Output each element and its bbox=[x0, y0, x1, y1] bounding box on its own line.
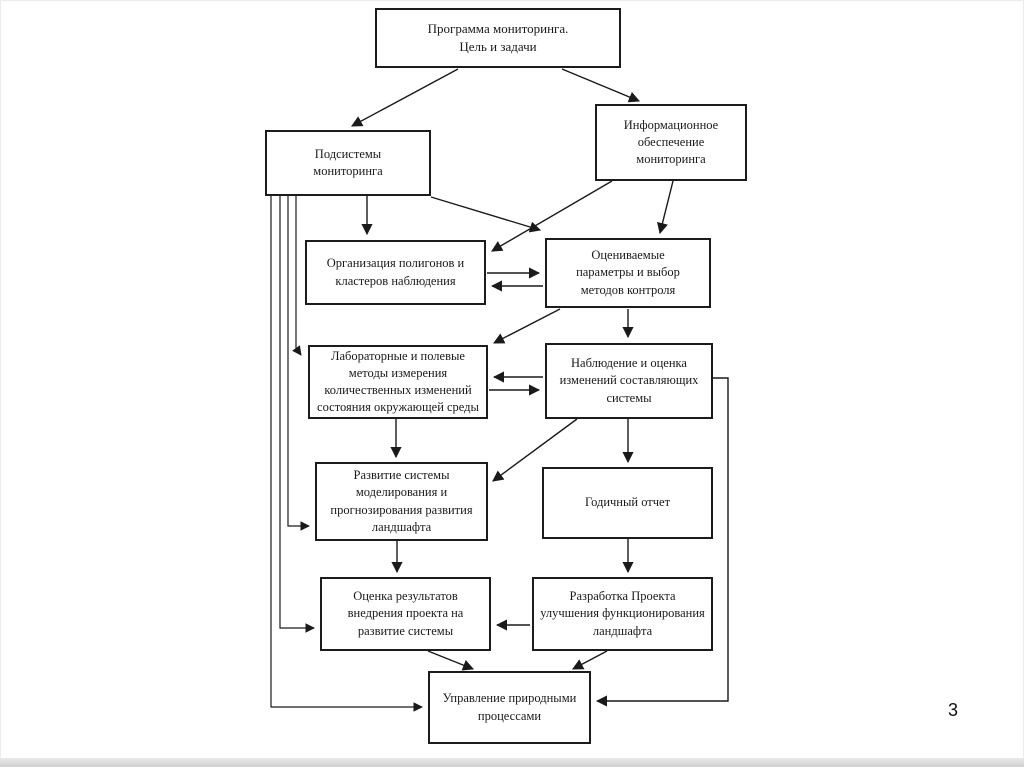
arrow-info-to-params bbox=[657, 180, 674, 235]
node-monitoring-subsystems: Подсистемы мониторинга bbox=[265, 130, 431, 196]
arrow-subsystems-to-params bbox=[430, 196, 542, 233]
arrow-subsystems-to-lab bbox=[292, 196, 302, 356]
page-number: 3 bbox=[948, 700, 959, 720]
node-information-support: Информационное обеспечение мониторинга bbox=[595, 104, 747, 181]
node-annual-report: Годичный отчет bbox=[542, 467, 713, 539]
arrow-params-to-lab bbox=[493, 308, 561, 344]
node-results-evaluation: Оценка результатов внедрения проекта на … bbox=[320, 577, 491, 651]
node-polygons-clusters: Организация полигонов и кластеров наблюд… bbox=[305, 240, 486, 305]
node-natural-process-management: Управление природными процессами bbox=[428, 671, 591, 744]
node-modeling-forecasting: Развитие системы моделирования и прогноз… bbox=[315, 462, 488, 541]
node-lab-field-methods: Лабораторные и полевые методы измерения … bbox=[308, 345, 488, 419]
node-evaluated-parameters: Оцениваемые параметры и выбор методов ко… bbox=[545, 238, 711, 308]
node-improvement-project: Разработка Проекта улучшения функциониро… bbox=[532, 577, 713, 651]
arrow-program-to-info bbox=[561, 68, 641, 103]
arrow-evaluation-to-management bbox=[427, 650, 475, 671]
arrow-subsystems-to-management bbox=[270, 196, 423, 712]
arrow-project-to-management bbox=[572, 650, 608, 670]
arrow-subsystems-to-evaluation bbox=[279, 196, 315, 633]
arrow-program-to-subsystems bbox=[351, 68, 459, 127]
arrow-observation-to-management bbox=[595, 377, 729, 707]
node-program-monitoring: Программа мониторинга. Цель и задачи bbox=[375, 8, 621, 68]
slide-bottom-edge bbox=[0, 758, 1024, 767]
arrow-subsystems-to-modeling bbox=[287, 196, 310, 531]
arrow-info-to-polygons bbox=[491, 180, 613, 252]
arrow-observation-to-modeling bbox=[492, 418, 578, 482]
node-observation-assessment: Наблюдение и оценка изменений составляющ… bbox=[545, 343, 713, 419]
